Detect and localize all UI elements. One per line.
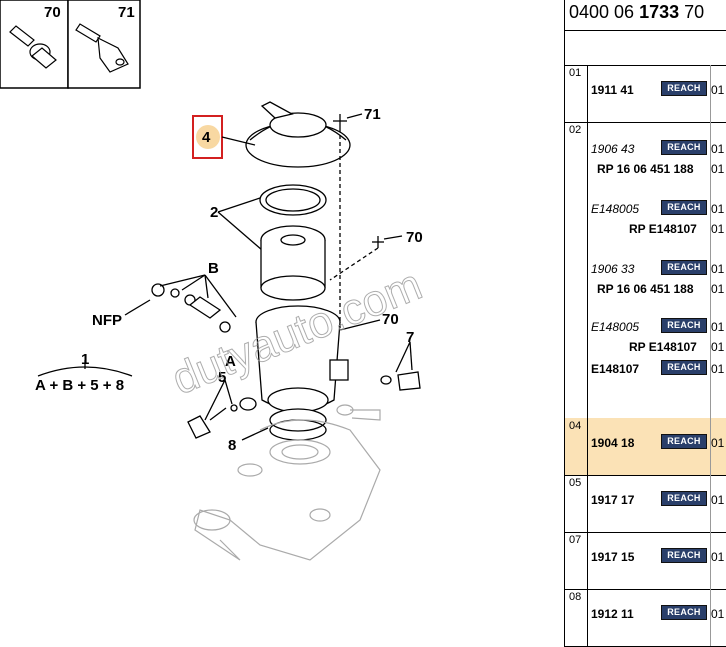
quantity: 01 [711,550,725,564]
ref-prefix: 0400 06 [569,2,640,22]
reach-badge: REACH [661,81,707,96]
row-number: 02 [569,124,582,136]
reach-badge: REACH [661,434,707,449]
quantity: 01 [711,362,725,376]
qty-divider [710,475,711,532]
callout-70-lower: 70 [382,311,399,328]
part-number[interactable]: 1917 17 [591,493,635,507]
bolt-box-71 [67,0,141,89]
filter-assembly-drawing [37,101,421,441]
bolt-box-71-label: 71 [118,4,135,21]
quantity: 01 [711,340,725,354]
callout-8: 8 [228,437,236,454]
quantity: 01 [711,282,725,296]
part-number[interactable]: 1911 41 [591,83,634,97]
part-number[interactable]: 1912 11 [591,607,634,621]
callout-7: 7 [406,329,414,346]
row-number: 01 [569,67,582,79]
reference-header: 0400 06 1733 70 [565,0,726,31]
part-number[interactable]: E148107 [591,362,640,376]
reach-badge: REACH [661,605,707,620]
reach-badge: REACH [661,548,707,563]
part-number[interactable]: RP 16 06 451 188 [597,282,694,296]
callout-2: 2 [210,204,218,221]
table-row[interactable]: 04 1904 18 REACH 01 [565,418,726,476]
row-number: 08 [569,591,582,603]
qty-divider [710,532,711,589]
bolt-box-70-label: 70 [44,4,61,21]
table-row[interactable]: 01 1911 41 REACH 01 [565,65,726,123]
callout-A: A [225,353,236,370]
row-divider [587,65,588,122]
formula-label: A + B + 5 + 8 [35,377,124,394]
callout-4: 4 [202,129,211,146]
qty-divider [710,122,711,418]
quantity: 01 [711,320,725,334]
callout-NFP: NFP [92,312,122,329]
quantity: 01 [711,162,725,176]
part-number[interactable]: 1906 33 [591,262,635,276]
quantity: 01 [711,202,725,216]
row-number: 04 [569,420,582,432]
quantity: 01 [711,222,725,236]
table-row[interactable]: 05 1917 17 REACH 01 [565,475,726,533]
row-number: 05 [569,477,582,489]
part-number[interactable]: E148005 [591,320,640,334]
part-number[interactable]: RP E148107 [629,222,697,236]
part-number[interactable]: 1906 43 [591,142,635,156]
quantity: 01 [711,436,725,450]
quantity: 01 [711,607,725,621]
quantity: 01 [711,493,725,507]
reach-badge: REACH [661,200,707,215]
parts-diagram: 70 71 4 [0,0,429,561]
part-number[interactable]: RP 16 06 451 188 [597,162,694,176]
callout-1: 1 [81,351,89,368]
quantity: 01 [711,142,725,156]
qty-divider [710,589,711,646]
row-divider [587,475,588,532]
row-divider [587,589,588,646]
reach-badge: REACH [661,491,707,506]
engine-bracket-drawing [193,404,381,561]
callout-70-upper: 70 [406,229,423,246]
table-row[interactable]: 08 1912 11 REACH 01 [565,589,726,647]
part-number[interactable]: 1917 15 [591,550,635,564]
ref-suffix: 70 [679,2,705,22]
table-row[interactable]: 07 1917 15 REACH 01 [565,532,726,590]
row-divider [587,532,588,589]
callout-B: B [208,260,219,277]
callout-5: 5 [218,369,226,386]
reach-badge: REACH [661,318,707,333]
row-divider [587,122,588,418]
reach-badge: REACH [661,140,707,155]
qty-divider [710,418,711,475]
bolt-box-70 [0,0,69,89]
qty-divider [710,65,711,122]
quantity: 01 [711,83,725,97]
parts-table: 0400 06 1733 70 01 1911 41 REACH 01 02 1906 4… [564,0,726,647]
row-number: 07 [569,534,582,546]
part-number[interactable]: E148005 [591,202,640,216]
row-divider [587,418,588,475]
reach-badge: REACH [661,260,707,275]
quantity: 01 [711,262,725,276]
part-number[interactable]: 1904 18 [591,436,635,450]
table-subheader [565,30,726,66]
callout-71: 71 [364,106,381,123]
part-number[interactable]: RP E148107 [629,340,697,354]
ref-bold: 1733 [639,2,680,22]
reach-badge: REACH [661,360,707,375]
